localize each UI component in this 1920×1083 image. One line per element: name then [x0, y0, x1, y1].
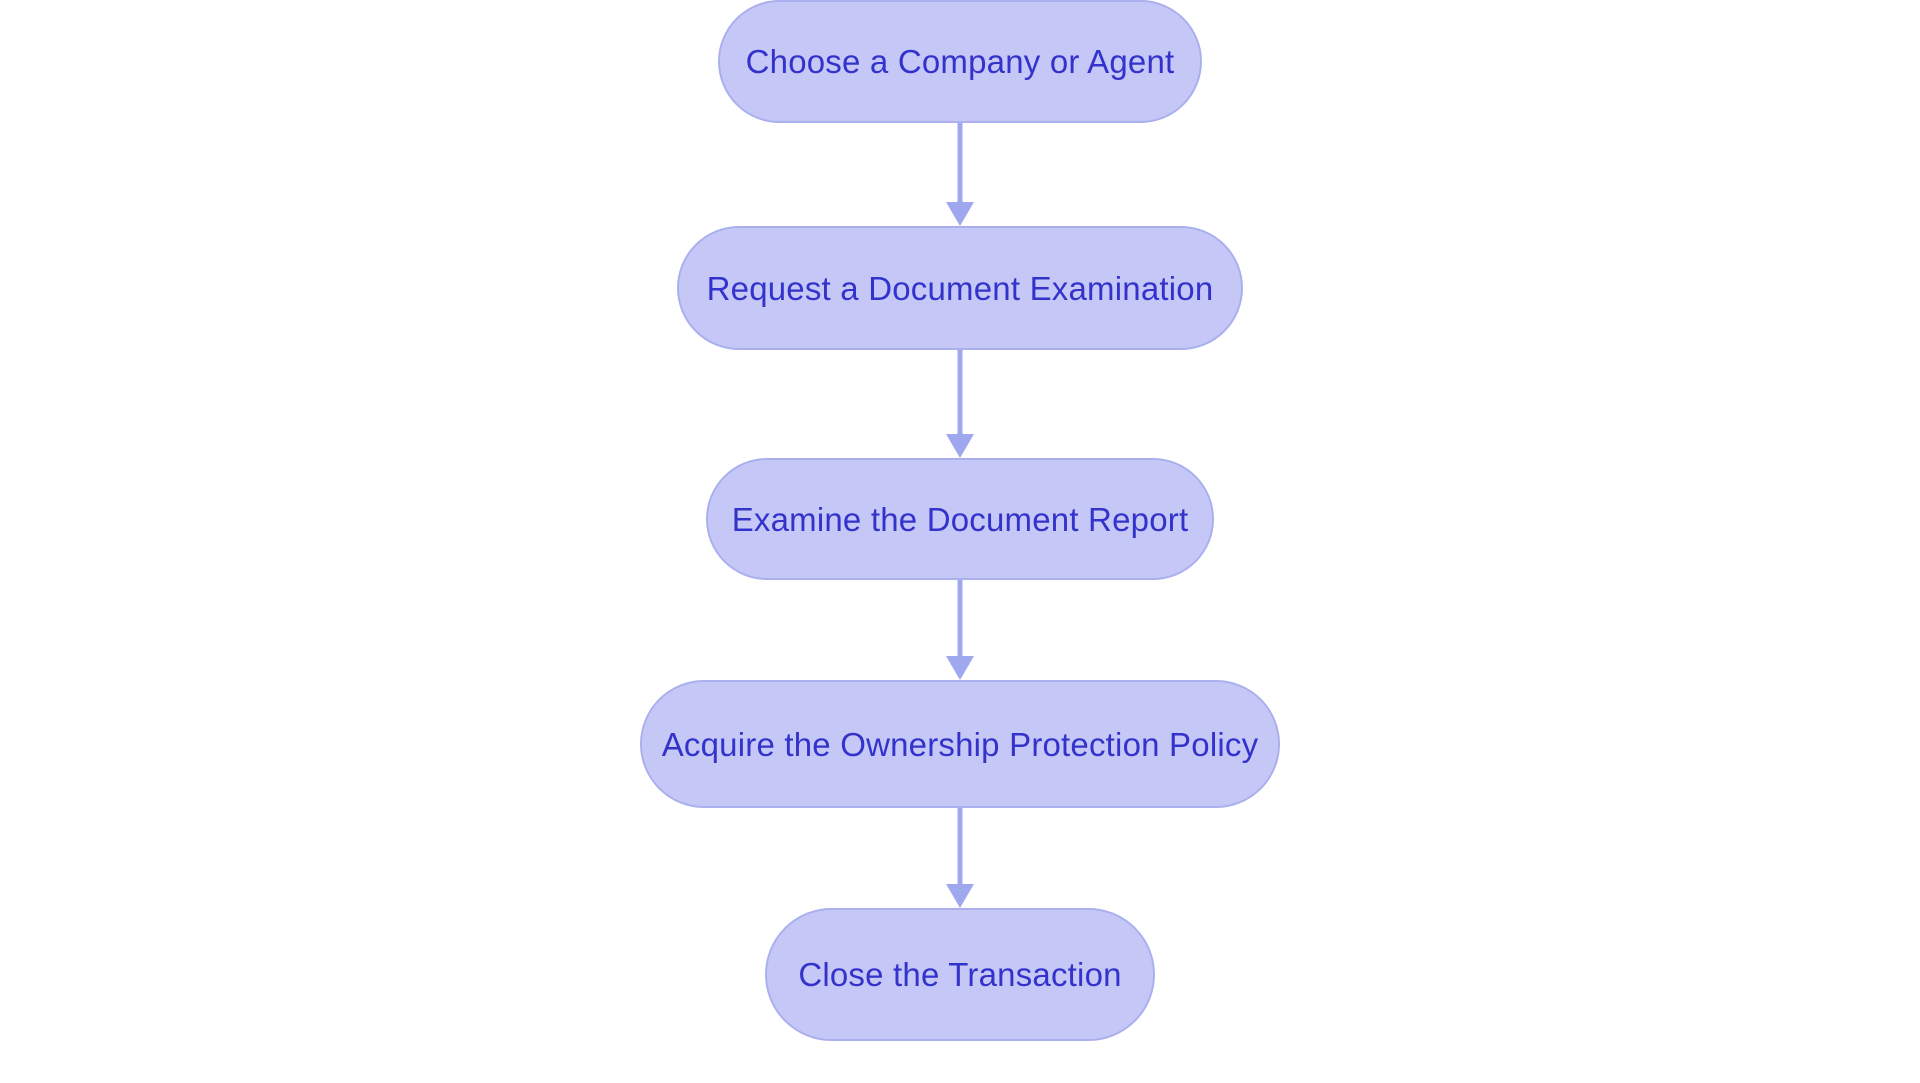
connector-line: [957, 350, 963, 436]
flowchart-node-label: Acquire the Ownership Protection Policy: [661, 725, 1259, 763]
flowchart-connector-3: [945, 580, 975, 680]
connector-line: [957, 580, 963, 658]
down-arrow-icon: [946, 884, 974, 908]
flowchart-node-examine-the-document-report[interactable]: Examine the Document Report: [706, 458, 1214, 580]
connector-line: [957, 808, 963, 886]
flowchart-node-label: Choose a Company or Agent: [745, 43, 1175, 80]
flowchart-node-acquire-the-ownership-protection-policy[interactable]: Acquire the Ownership Protection Policy: [640, 680, 1280, 808]
connector-line: [957, 123, 963, 204]
down-arrow-icon: [946, 656, 974, 680]
down-arrow-icon: [946, 434, 974, 458]
flowchart-node-close-the-transaction[interactable]: Close the Transaction: [765, 908, 1155, 1041]
flowchart-connector-1: [945, 123, 975, 226]
down-arrow-icon: [946, 202, 974, 226]
flowchart-connector-4: [945, 808, 975, 908]
flowchart-node-choose-a-company-or-agent[interactable]: Choose a Company or Agent: [718, 0, 1202, 123]
flowchart-node-label: Examine the Document Report: [731, 500, 1189, 538]
flowchart-node-request-a-document-examination[interactable]: Request a Document Examination: [677, 226, 1243, 350]
flowchart-connector-2: [945, 350, 975, 458]
flowchart-node-label: Request a Document Examination: [706, 269, 1214, 307]
flowchart-node-label: Close the Transaction: [798, 956, 1122, 993]
